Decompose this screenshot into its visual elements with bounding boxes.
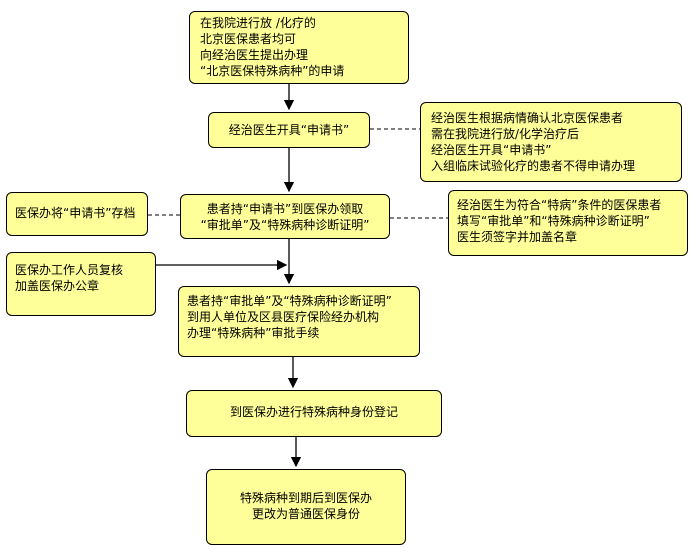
step-apply-request: 在我院进行放 /化疗的 北京医保患者均可 向经治医生提出办理 “北京医保特殊病种… xyxy=(189,11,409,84)
step-doctor-issue-application: 经治医生开具“申请书” xyxy=(208,112,370,148)
step-get-approval-form: 患者持“申请书”到医保办领取 “审批单”及“特殊病种诊断证明” xyxy=(180,194,390,239)
step-change-to-normal: 特殊病种到期后到医保办 更改为普通医保身份 xyxy=(206,469,406,545)
note-review-stamp: 医保办工作人员复核 加盖医保办公章 xyxy=(6,252,156,316)
note-archive-application: 医保办将“申请书”存档 xyxy=(6,192,148,236)
note-doctor-fill-forms: 经治医生为符合“特病”条件的医保患者 填写“审批单”和“特殊病种诊断证明” 医生… xyxy=(448,190,688,256)
step-register-identity: 到医保办进行特殊病种身份登记 xyxy=(186,390,442,437)
note-doctor-confirm: 经治医生根据病情确认北京医保患者 需在我院进行放/化学治疗后 经治医生开具“申请… xyxy=(420,102,682,182)
step-approval-procedure: 患者持“审批单”及“特殊病种诊断证明” 到用人单位及区县医疗保险经办机构 办理“… xyxy=(178,286,420,357)
